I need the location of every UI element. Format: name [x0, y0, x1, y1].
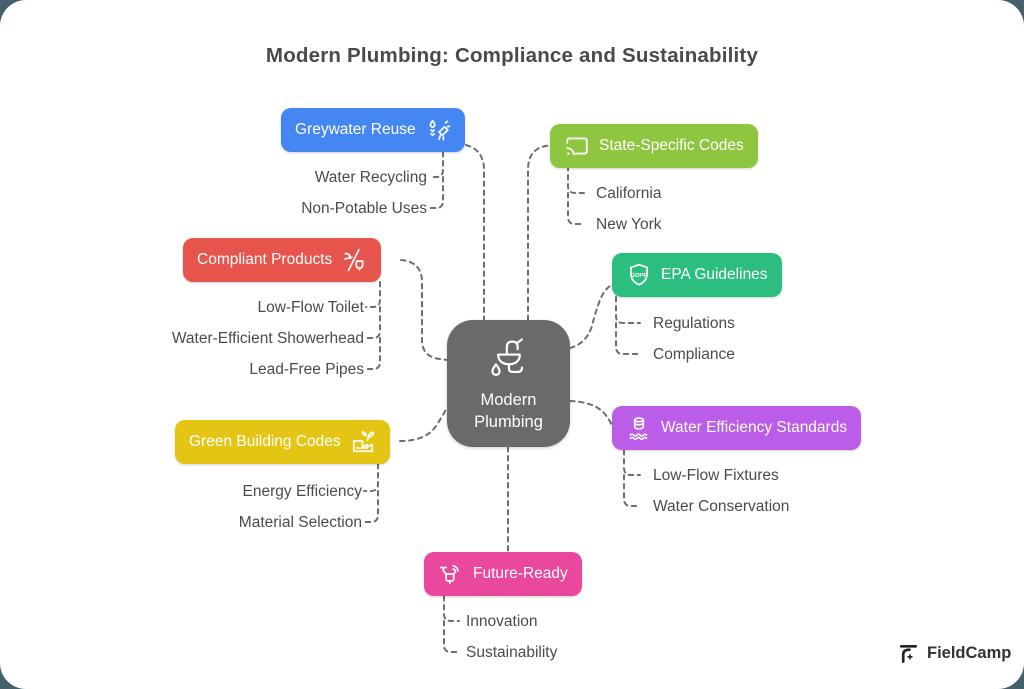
brand-name: FieldCamp: [927, 644, 1012, 662]
connector-greenbuilding-children: [363, 463, 379, 523]
branch-future-ready: Future-Ready: [424, 552, 582, 596]
compliant-products-children: Low-Flow Toilet Water-Efficient Showerhe…: [172, 292, 364, 385]
child-label: Lead-Free Pipes: [249, 361, 364, 378]
connector-waterefficiency-children: [623, 449, 641, 507]
branch-label: Greywater Reuse: [295, 121, 416, 138]
child-label: Water-Efficient Showerhead: [171, 330, 364, 347]
connector-statecodes-children: [567, 165, 585, 225]
center-label-line2: Plumbing: [474, 412, 543, 431]
svg-text:GDPR: GDPR: [631, 273, 649, 279]
future-ready-children: Innovation Sustainability: [466, 606, 557, 668]
page-title: Modern Plumbing: Compliance and Sustaina…: [265, 44, 759, 67]
epa-children: Regulations Compliance: [653, 308, 735, 370]
branch-state-specific-codes: State-Specific Codes: [550, 124, 758, 168]
water-tank-waves-icon: [626, 415, 652, 441]
child-label: Innovation: [466, 613, 538, 630]
child-label: Compliance: [653, 346, 735, 363]
connector-waterefficiency-center: [569, 400, 613, 427]
center-node-modern-plumbing: Modern Plumbing: [447, 320, 570, 447]
child-label: Material Selection: [238, 514, 362, 531]
branch-label: Water Efficiency Standards: [661, 419, 848, 436]
connector-epa-children: [615, 296, 641, 355]
sprinkler-drops-icon: [425, 117, 451, 143]
branch-compliant-products: Compliant Products: [183, 238, 382, 282]
drone-icon: [438, 561, 464, 587]
branch-label: State-Specific Codes: [599, 137, 744, 154]
center-label-line1: Modern: [480, 390, 537, 409]
branch-label: Green Building Codes: [189, 433, 341, 450]
gdpr-shield-icon: GDPR: [626, 262, 652, 288]
branch-greywater-reuse: Greywater Reuse: [281, 108, 465, 152]
connector-compliant-children: [365, 281, 381, 370]
connector-compliant-center: [400, 259, 448, 361]
child-label: New York: [596, 216, 662, 233]
child-label: Energy Efficiency: [242, 483, 362, 500]
branch-label: EPA Guidelines: [661, 266, 768, 283]
connector-future-children: [443, 595, 460, 653]
branch-epa-guidelines: GDPR EPA Guidelines: [612, 253, 782, 297]
child-label: Non-Potable Uses: [301, 200, 427, 217]
child-label: California: [596, 185, 662, 202]
connector-epa-center: [569, 284, 613, 349]
water-efficiency-children: Low-Flow Fixtures Water Conservation: [653, 460, 789, 522]
sink-faucet-icon: [483, 334, 535, 386]
greywater-children: Water Recycling Non-Potable Uses: [301, 162, 427, 224]
child-label: Low-Flow Toilet: [257, 299, 364, 316]
fieldcamp-brand: FieldCamp: [897, 642, 1011, 665]
connector-greywater-children: [429, 151, 444, 209]
connector-center-greywater: [465, 144, 485, 321]
branch-label: Compliant Products: [197, 251, 333, 268]
child-label: Low-Flow Fixtures: [653, 467, 779, 484]
green-building-children: Energy Efficiency Material Selection: [239, 476, 362, 538]
connector-greenbuilding-center: [399, 406, 448, 442]
eco-factory-icon: [350, 429, 376, 455]
branch-label: Future-Ready: [473, 565, 568, 582]
cast-screen-icon: [564, 133, 590, 159]
connector-center-statecodes: [527, 144, 552, 321]
child-label: Sustainability: [466, 644, 558, 661]
branch-water-efficiency-standards: Water Efficiency Standards: [612, 406, 862, 450]
state-codes-children: California New York: [596, 178, 661, 240]
child-label: Regulations: [653, 315, 735, 332]
shower-toilet-icon: [341, 247, 367, 273]
child-label: Water Conservation: [653, 498, 790, 515]
branch-green-building-codes: Green Building Codes: [175, 420, 390, 464]
child-label: Water Recycling: [314, 169, 427, 186]
fieldcamp-logo-icon: [897, 642, 920, 665]
